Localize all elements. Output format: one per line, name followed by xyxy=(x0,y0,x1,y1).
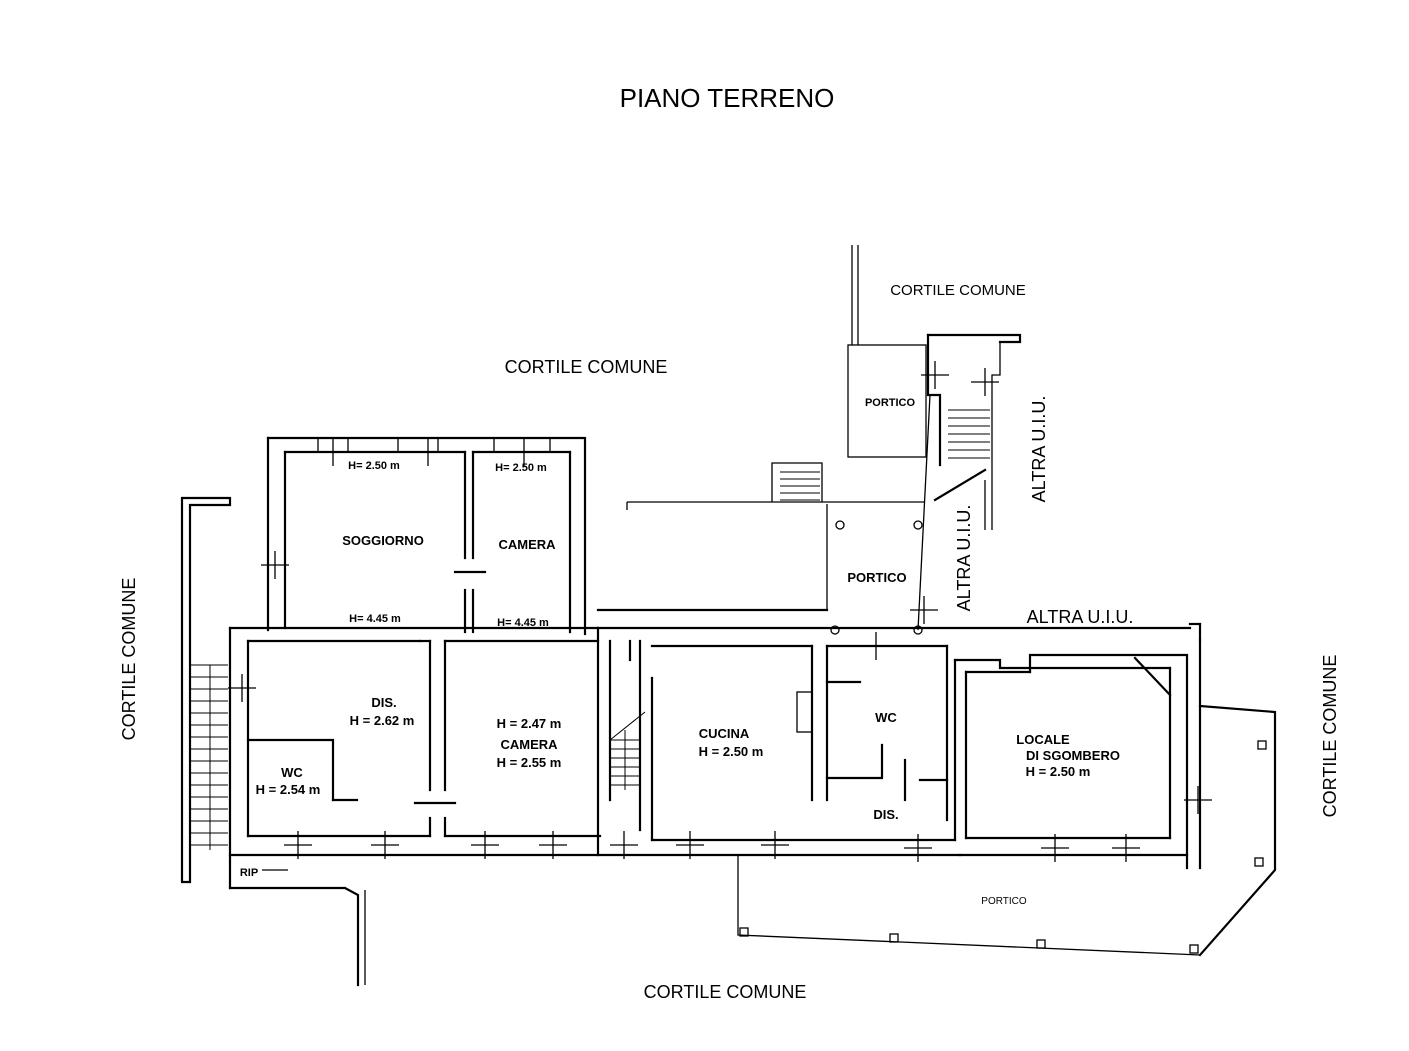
door-markers xyxy=(228,361,1212,862)
room-portico-mid-name: PORTICO xyxy=(847,570,906,585)
room-cucina-h: H = 2.50 m xyxy=(699,744,764,759)
room-rip-name: RIP xyxy=(240,867,258,879)
room-dis-left-name: DIS. xyxy=(371,695,396,710)
stair-treads xyxy=(190,409,990,850)
room-portico-top-name: PORTICO xyxy=(865,397,916,409)
label-cortile-bottom: CORTILE COMUNE xyxy=(644,982,807,1002)
room-soggiorno-h1: H= 2.50 m xyxy=(348,460,400,472)
room-camera-top-h2: H= 4.45 m xyxy=(497,617,549,629)
room-locale-h: H = 2.50 m xyxy=(1026,764,1091,779)
room-camera-bottom-name: CAMERA xyxy=(500,737,558,752)
label-cortile-top-left: CORTILE COMUNE xyxy=(505,357,668,377)
label-altra-uiu-3: ALTRA U.I.U. xyxy=(1027,607,1134,627)
room-wc-right-name: WC xyxy=(875,710,897,725)
room-camera-top-h1: H= 2.50 m xyxy=(495,462,547,474)
plan-title: PIANO TERRENO xyxy=(620,83,835,113)
label-cortile-left: CORTILE COMUNE xyxy=(119,578,139,741)
room-dis-left-h: H = 2.62 m xyxy=(350,713,415,728)
room-camera-top-name: CAMERA xyxy=(498,537,556,552)
room-dis-right-name: DIS. xyxy=(873,807,898,822)
label-cortile-right: CORTILE COMUNE xyxy=(1320,655,1340,818)
stair-diagonal xyxy=(609,711,646,741)
label-altra-uiu-2: ALTRA U.I.U. xyxy=(954,505,974,612)
portico-structures xyxy=(180,245,1267,987)
room-wc-left-name: WC xyxy=(281,765,303,780)
label-altra-uiu-1: ALTRA U.I.U. xyxy=(1029,396,1049,503)
room-locale-line1: LOCALE xyxy=(1016,732,1070,747)
walls-west-block xyxy=(228,436,962,890)
room-wc-left-h: H = 2.54 m xyxy=(256,782,321,797)
label-cortile-top-right: CORTILE COMUNE xyxy=(890,282,1026,299)
room-portico-bottom-name: PORTICO xyxy=(981,896,1027,907)
room-cucina-name: CUCINA xyxy=(699,726,750,741)
room-camera-bottom-h2: H = 2.55 m xyxy=(497,755,562,770)
room-locale-line2: DI SGOMBERO xyxy=(1026,748,1120,763)
walls-east-block xyxy=(596,608,1277,957)
room-soggiorno-h2: H= 4.45 m xyxy=(349,613,401,625)
room-camera-bottom-h1: H = 2.47 m xyxy=(497,716,562,731)
room-soggiorno-name: SOGGIORNO xyxy=(342,533,424,548)
